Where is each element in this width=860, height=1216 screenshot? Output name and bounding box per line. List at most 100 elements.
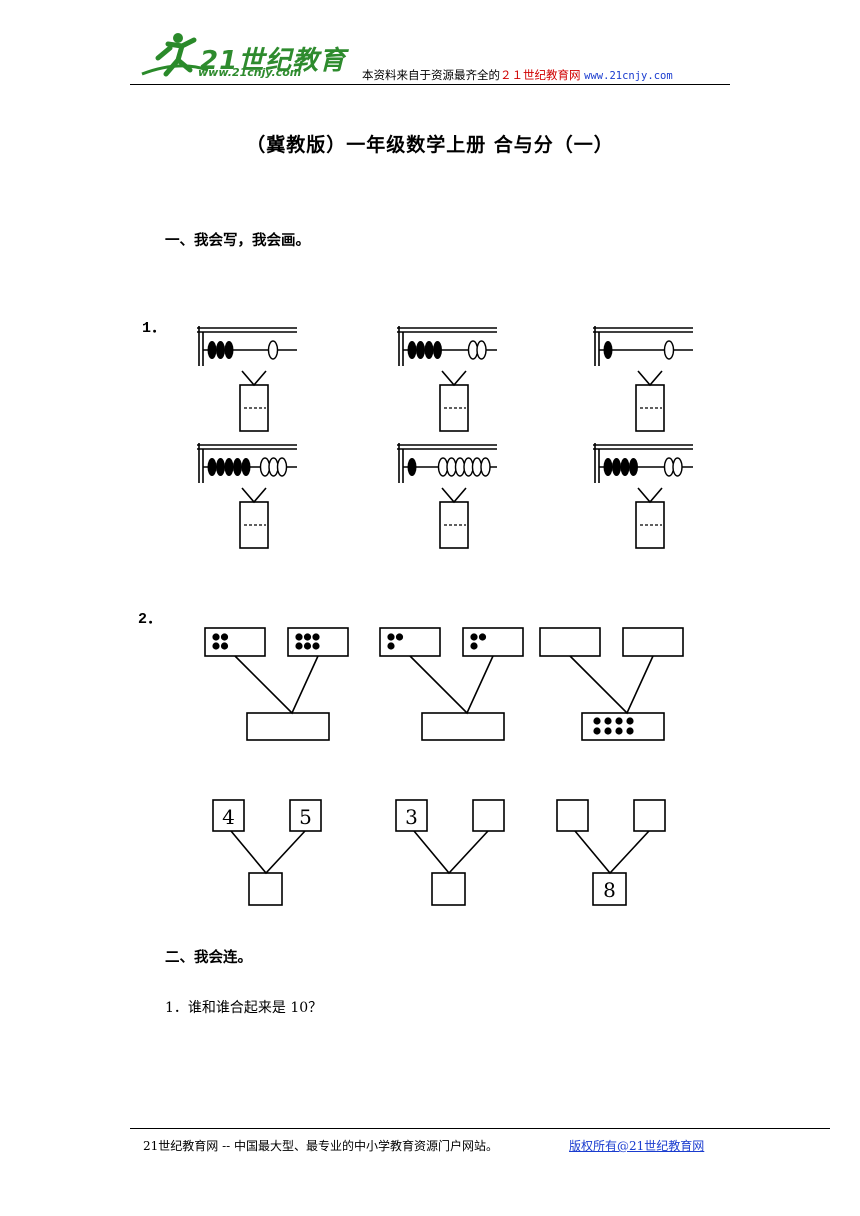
right-number-box — [472, 799, 505, 832]
dot — [212, 642, 220, 650]
dot — [395, 633, 404, 641]
tree-connector — [574, 830, 650, 875]
filled-bead — [216, 458, 225, 476]
abacus-frame — [594, 443, 600, 483]
merge-connector — [409, 655, 494, 715]
left-dot-box — [539, 627, 601, 657]
question-number-1: 1． — [142, 320, 167, 337]
abacus-frame — [197, 327, 297, 333]
left-number-box — [395, 799, 428, 832]
header-source-note: 本资料来自于资源最齐全的２１世纪教育网 www.21cnjy.com — [362, 67, 673, 83]
filled-bead — [224, 341, 234, 359]
total-dot-box — [581, 712, 665, 741]
empty-bead — [259, 457, 271, 477]
merge-connector — [234, 655, 319, 715]
abacus-frame — [198, 326, 204, 366]
logo-url: www.21cnjy.com — [198, 66, 302, 79]
site-logo — [141, 33, 209, 77]
answer-box — [439, 384, 469, 432]
split-connector — [241, 487, 267, 504]
dot — [626, 717, 634, 725]
filled-bead — [620, 458, 630, 476]
dot — [295, 642, 303, 650]
section2-question-1: 1．谁和谁合起来是 10？ — [165, 1000, 323, 1016]
dot — [303, 642, 312, 650]
empty-bead — [267, 340, 279, 360]
tree-connector — [413, 830, 489, 875]
logo-wordmark: 21世纪教育 — [200, 46, 347, 76]
footer-rule — [130, 1128, 830, 1129]
footer-copyright-link[interactable]: 版权所有@21世纪教育网 — [569, 1139, 705, 1153]
left-number-box — [556, 799, 589, 832]
empty-bead — [471, 457, 483, 477]
dot — [604, 717, 612, 725]
filled-bead — [233, 458, 242, 476]
left-number: 4 — [222, 805, 235, 829]
filled-bead — [612, 458, 621, 476]
left-number-box — [212, 799, 245, 832]
source-site-link[interactable]: ２１世纪教育网 — [500, 68, 581, 82]
section-heading-1: 一、我会写，我会画。 — [165, 232, 310, 249]
running-figure-icon — [141, 33, 209, 77]
source-prefix: 本资料来自于资源最齐全的 — [362, 68, 500, 82]
left-dot-box — [379, 627, 441, 657]
dot — [312, 642, 320, 650]
abacus-frame — [398, 443, 404, 483]
dot — [220, 633, 229, 641]
total-dot-box — [246, 712, 330, 741]
left-number: 3 — [405, 805, 418, 829]
abacus-frame — [198, 443, 204, 483]
abacus-frame — [197, 444, 297, 450]
split-connector — [637, 487, 663, 504]
total-number-box — [248, 872, 283, 906]
empty-bead — [480, 457, 491, 477]
page-title: （冀教版）一年级数学上册 合与分（一） — [246, 134, 614, 156]
split-connector — [441, 487, 467, 504]
dot — [470, 633, 478, 641]
right-dot-box — [622, 627, 684, 657]
answer-box — [439, 501, 469, 549]
abacus-frame — [398, 326, 404, 366]
dot — [387, 642, 395, 650]
split-connector — [637, 370, 663, 387]
tree-connector — [230, 830, 306, 875]
abacus-frame — [397, 327, 497, 333]
right-number-box — [289, 799, 322, 832]
dot — [593, 727, 601, 735]
left-dot-box — [204, 627, 266, 657]
dot — [604, 727, 612, 735]
total-number-box — [431, 872, 466, 906]
empty-bead — [454, 457, 466, 477]
empty-bead — [276, 457, 288, 477]
empty-bead — [663, 340, 675, 360]
dot — [615, 717, 623, 725]
right-number: 5 — [299, 805, 312, 829]
filled-bead — [629, 458, 638, 476]
dot — [212, 633, 220, 641]
filled-bead — [241, 458, 251, 476]
right-dot-box — [462, 627, 524, 657]
dot — [470, 642, 478, 650]
filled-bead — [407, 458, 417, 476]
total-number-box — [592, 872, 627, 906]
split-connector — [441, 370, 467, 387]
abacus-frame — [594, 326, 600, 366]
total-dot-box — [421, 712, 505, 741]
empty-bead — [467, 340, 479, 360]
empty-bead — [476, 340, 487, 360]
question-number-2: 2． — [138, 611, 163, 628]
empty-bead — [672, 457, 683, 477]
filled-bead — [603, 341, 613, 359]
split-connector — [241, 370, 267, 387]
dot — [593, 717, 601, 725]
empty-bead — [446, 457, 457, 477]
answer-box — [239, 384, 269, 432]
filled-bead — [416, 341, 425, 359]
filled-bead — [424, 341, 434, 359]
filled-bead — [224, 458, 234, 476]
abacus-frame — [593, 444, 693, 450]
source-url-link[interactable]: www.21cnjy.com — [584, 70, 673, 82]
abacus-frame — [593, 327, 693, 333]
dot — [615, 727, 623, 735]
